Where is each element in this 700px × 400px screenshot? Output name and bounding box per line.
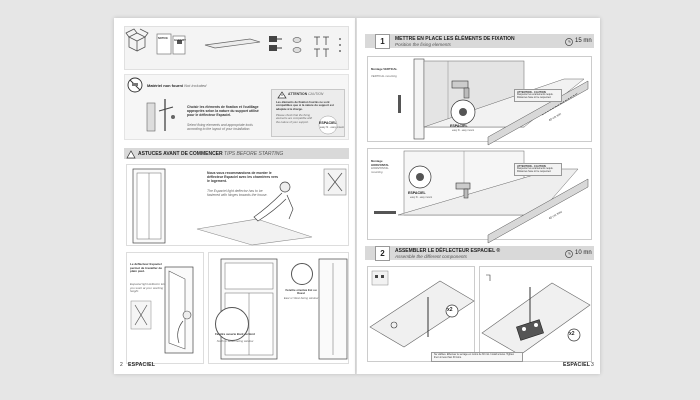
step1-caution-2: ATTENTION - CAUTION Respecter les écarte… [514,163,562,176]
step2-footnote-text: Ne visibles. Effectuer le serrage en moi… [434,353,515,359]
step2-subtitle: Assemble the different components [395,254,468,259]
drill-icon [451,80,470,99]
step2-footnote: Ne visibles. Effectuer le serrage en moi… [431,352,523,362]
window-label-left: Fenêtre ouverte Bord ou Nord [215,332,255,336]
espaciel-tagline: easy fit · easy mount [320,126,344,129]
espaciel-logo: ESPACIEL [563,362,591,368]
tips-header-band [124,148,349,159]
not-included-title: Matériel non fourni Not included [147,83,206,88]
step2-header-band [365,246,594,260]
tips-illustration-2: Le déflecteur Espaciel permet de travail… [126,252,204,364]
multiplier-a: x2 [447,307,453,313]
not-included-panel: Matériel non fourni Not included Choisir… [124,74,349,140]
attention-box: ATTENTION CAUTION Les éléments de fixati… [271,89,345,137]
screw-icon [314,36,329,57]
vertical-label-en: VERTICAL mounting [371,74,397,78]
attention-title-fr: ATTENTION [288,92,308,96]
not-included-text-en: Select fixing elements and appropriate t… [187,123,253,132]
right-page: 1 METTRE EN PLACE LES ÉLÉMENTS DE FIXATI… [357,18,600,374]
window-label-right: Fenêtre orientée Est ou Ouest [285,288,317,296]
page-fold [355,18,357,374]
tips-illustration-3: Fenêtre ouverte Bord ou Nord North or So… [208,252,349,364]
espaciel-logo: ESPACIEL [128,362,156,368]
step2-title: ASSEMBLER LE DÉFLECTEUR ESPACIEL ® [395,248,501,254]
step1-caution-2-text: Respecter les écartements requis. Distan… [517,167,554,173]
attention-text-fr: Les éléments de fixation fournis ne sont… [276,100,334,111]
attention-title: ATTENTION CAUTION [288,92,323,96]
no-drill-icon [127,77,143,93]
not-included-label-en: Not included [184,83,207,88]
drill-icon [455,182,471,199]
clock-icon [565,250,573,258]
step1-title: METTRE EN PLACE LES ÉLÉMENTS DE FIXATION [395,36,515,42]
window-label-left-en: North or South facing window [216,339,254,343]
espaciel-logo: ESPACIEL [319,121,337,125]
step1-time: 15 mn [575,38,592,44]
step1-header-band [365,34,594,48]
box-icon [125,28,149,52]
window-zoom-left [215,307,249,341]
step1-horizontal-panel: Montage HORIZONTAL HORIZONTAL mounting A… [367,148,592,244]
attention-text-en: Please check that the fixing elements ar… [276,113,313,124]
page-number-left: 2 [120,362,123,368]
step2-number: 2 [375,246,390,261]
step1-caution-1: ATTENTION - CAUTION Respecter les écarte… [514,89,562,102]
horizontal-label: Montage HORIZONTAL [371,159,390,168]
left-page: NOTICE GABARIT Matériel non fourni Not i… [114,18,357,374]
tips-title-en: TIPS BEFORE STARTING [224,151,284,157]
tips-illustration-1: Nous vous recommandons de monter le défl… [126,164,349,246]
step1-subtitle: Position the fixing elements [395,42,451,47]
espaciel-tagline: easy fit · easy mount [452,129,475,132]
window-zoom-right [291,263,313,285]
tips-text-en: The Espaciel light deflector has to be f… [207,189,268,198]
espaciel-tagline: easy fit · easy mount [410,196,433,199]
deflector-note-fr: Le déflecteur Espaciel permet de travail… [130,262,163,274]
espaciel-logo: ESPACIEL [450,124,468,128]
tips-title: ASTUCES AVANT DE COMMENCER TIPS BEFORE S… [138,151,283,157]
horizontal-label-en: HORIZONTAL mounting [371,166,389,175]
step1-vertical-panel: Montage VERTICAL VERTICAL mounting ATTEN… [367,56,592,146]
espaciel-logo: ESPACIEL [408,191,426,195]
not-included-text-fr: Choisir les éléments de fixation et l'ou… [187,105,259,118]
template-label: GABARIT [174,39,186,42]
deflector-note-en: Espaciel light deflector lets you work a… [130,282,166,294]
vertical-label: Montage VERTICAL [371,67,398,71]
notice-label: NOTICE [158,37,168,40]
warning-icon [126,150,136,159]
tips-title-fr: ASTUCES AVANT DE COMMENCER [138,151,223,157]
step2-time: 10 mn [575,250,592,256]
step1-caution-2-title: ATTENTION - CAUTION [517,165,546,168]
parts-illustration [125,28,341,57]
window-label-right-en: East or West facing window [283,296,319,300]
page-number-right: 3 [591,362,594,368]
step1-caution-1-text: Respecter les écartements requis. Distan… [517,93,554,99]
step1-number: 1 [375,34,390,49]
warning-icon [277,91,287,99]
multiplier-b: x2 [569,331,575,337]
parts-panel: NOTICE GABARIT [124,26,349,70]
step2-panel-left: x2 [367,266,475,362]
clock-icon [565,38,573,46]
not-included-label: Matériel non fourni [147,83,183,88]
step2-panel-right: x2 [479,266,592,362]
attention-title-en: CAUTION [308,92,324,96]
step1-caution-1-title: ATTENTION - CAUTION [517,91,546,94]
tips-text-fr: Nous vous recommandons de monter le défl… [207,171,279,184]
